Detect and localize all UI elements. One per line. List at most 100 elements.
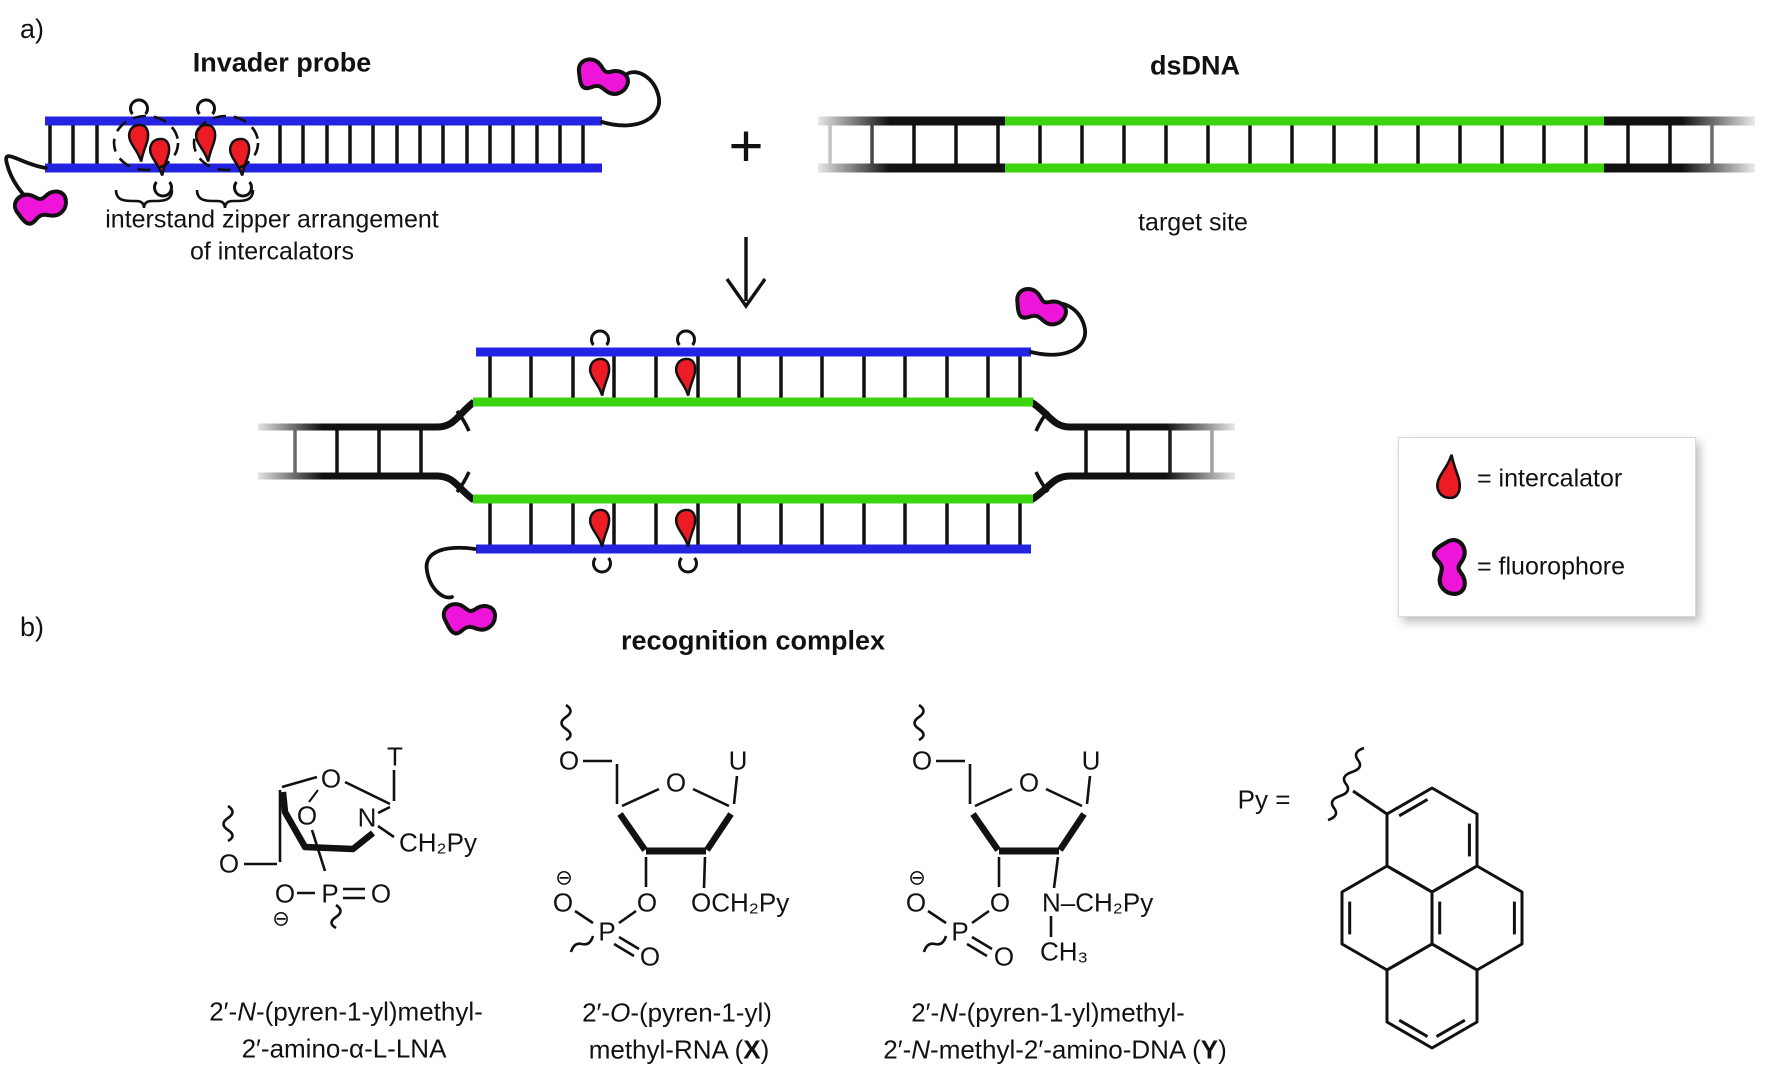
atom-label: P <box>598 916 616 947</box>
atom-label: CH₃ <box>1040 936 1089 967</box>
atom-label: O <box>218 848 240 879</box>
linker-loop-icon <box>129 98 149 116</box>
structure1-caption-line2: 2′-amino-α-L-LNA <box>241 1033 447 1064</box>
legend-icons <box>1432 453 1473 597</box>
atom-label: CH₂Py <box>399 827 477 858</box>
fray-tick <box>455 471 471 494</box>
fork-curve <box>1029 472 1071 504</box>
fray-tick <box>455 409 471 432</box>
atom-label: O <box>296 800 318 831</box>
atom-label: O <box>636 887 658 918</box>
down-arrow-icon <box>725 237 767 309</box>
recognition-complex-diagram <box>250 284 1242 637</box>
legend-fluorophore-icon <box>1432 538 1473 597</box>
section-label-a: a) <box>20 14 45 44</box>
structure3-caption-line2: 2′-N-methyl-2′-amino-DNA (Y) <box>883 1034 1227 1065</box>
squiggle-bond <box>1327 746 1365 822</box>
zipper-pair-outline <box>112 114 180 172</box>
atom-label: O <box>558 745 580 776</box>
fluorophore-icon <box>1011 284 1072 330</box>
base-pair-rungs <box>488 499 1022 549</box>
legend-fluorophore-label: = fluorophore <box>1477 552 1626 581</box>
dsdna-title: dsDNA <box>1149 50 1241 81</box>
squiggle-bond <box>330 903 342 930</box>
dsdna-diagram <box>810 108 1762 178</box>
plus-sign: + <box>728 112 764 180</box>
squiggle-bond <box>560 703 572 742</box>
fork-curve <box>436 472 477 503</box>
invader-probe-title: Invader probe <box>192 47 372 78</box>
zipper-caption-line1: interstand zipper arrangement <box>105 205 439 234</box>
linker-loop-icon <box>233 180 253 198</box>
atom-label: O <box>274 878 296 909</box>
atom-label: O <box>993 941 1015 972</box>
atom-label: O <box>1018 767 1040 798</box>
atom-label: O <box>320 763 342 794</box>
zipper-pair-outline <box>192 114 260 172</box>
intercalator-icon <box>588 357 611 397</box>
atom-label: O <box>905 887 927 918</box>
atom-label: O <box>370 878 392 909</box>
fade-left <box>810 108 890 178</box>
target-site-caption: target site <box>1138 208 1248 237</box>
atom-label: O <box>639 941 661 972</box>
fade-right <box>1682 108 1762 178</box>
pyrene-structure <box>1327 746 1524 1050</box>
structure3-caption-line1: 2′-N-(pyren-1-yl)methyl- <box>911 997 1185 1028</box>
squiggle-bond <box>222 804 234 843</box>
atom-label: O <box>665 767 687 798</box>
charge-label: ⊖ <box>272 907 290 931</box>
invader-probe-diagram <box>4 55 662 229</box>
atom-label: N–CH₂Py <box>1042 887 1154 918</box>
fluorophore-tether <box>424 545 477 600</box>
legend-intercalator-icon <box>1436 453 1462 500</box>
linker-loop-icon <box>153 180 173 198</box>
py-label: Py = <box>1237 784 1291 815</box>
legend-intercalator-label: = intercalator <box>1477 464 1623 493</box>
intercalator-icon <box>127 123 150 163</box>
atom-label: N <box>357 802 377 833</box>
base-pair-rungs <box>293 427 1214 476</box>
linker-loop-icon <box>196 98 216 116</box>
linker-loop-icon <box>678 556 698 574</box>
squiggle-bond <box>922 935 948 953</box>
rna-structure <box>560 703 739 958</box>
atom-label: O <box>911 745 933 776</box>
atom-label: O <box>552 887 574 918</box>
squiggle-bond <box>569 935 595 953</box>
structure1-caption-line1: 2′-N-(pyren-1-yl)methyl- <box>209 996 483 1027</box>
base-pair-rungs <box>48 121 585 168</box>
atom-label: U <box>1081 745 1101 776</box>
atom-label: P <box>321 878 339 909</box>
squiggle-bond <box>913 703 925 742</box>
atom-label: P <box>951 916 969 947</box>
fork-curve <box>1029 398 1071 431</box>
structure2-caption-line2: methyl-RNA (X) <box>588 1034 770 1065</box>
charge-label: ⊖ <box>555 866 573 890</box>
linker-loop-icon <box>590 329 610 347</box>
fray-tick <box>1034 471 1050 494</box>
fluorophore-tether <box>600 70 662 128</box>
underbrace <box>195 189 255 209</box>
structure2-caption-line1: 2′-O-(pyren-1-yl) <box>582 997 772 1028</box>
linker-loop-icon <box>592 556 612 574</box>
intercalator-icon <box>674 357 697 397</box>
lna-structure <box>222 770 396 930</box>
charge-label: ⊖ <box>908 866 926 890</box>
linker-loop-icon <box>676 329 696 347</box>
fluorophore-icon <box>440 596 499 637</box>
zipper-caption-line2: of intercalators <box>190 237 354 266</box>
section-label-b: b) <box>20 612 45 642</box>
underbrace <box>114 189 174 209</box>
intercalator-icon <box>588 508 611 548</box>
fade-left <box>250 415 322 487</box>
dna-structure <box>913 703 1092 958</box>
atom-label: T <box>387 741 403 772</box>
fork-curve <box>436 399 477 431</box>
fray-tick <box>1034 409 1050 432</box>
fade-right <box>1166 415 1242 487</box>
base-pair-rungs <box>828 121 1714 168</box>
fluorophore-icon <box>573 55 634 99</box>
